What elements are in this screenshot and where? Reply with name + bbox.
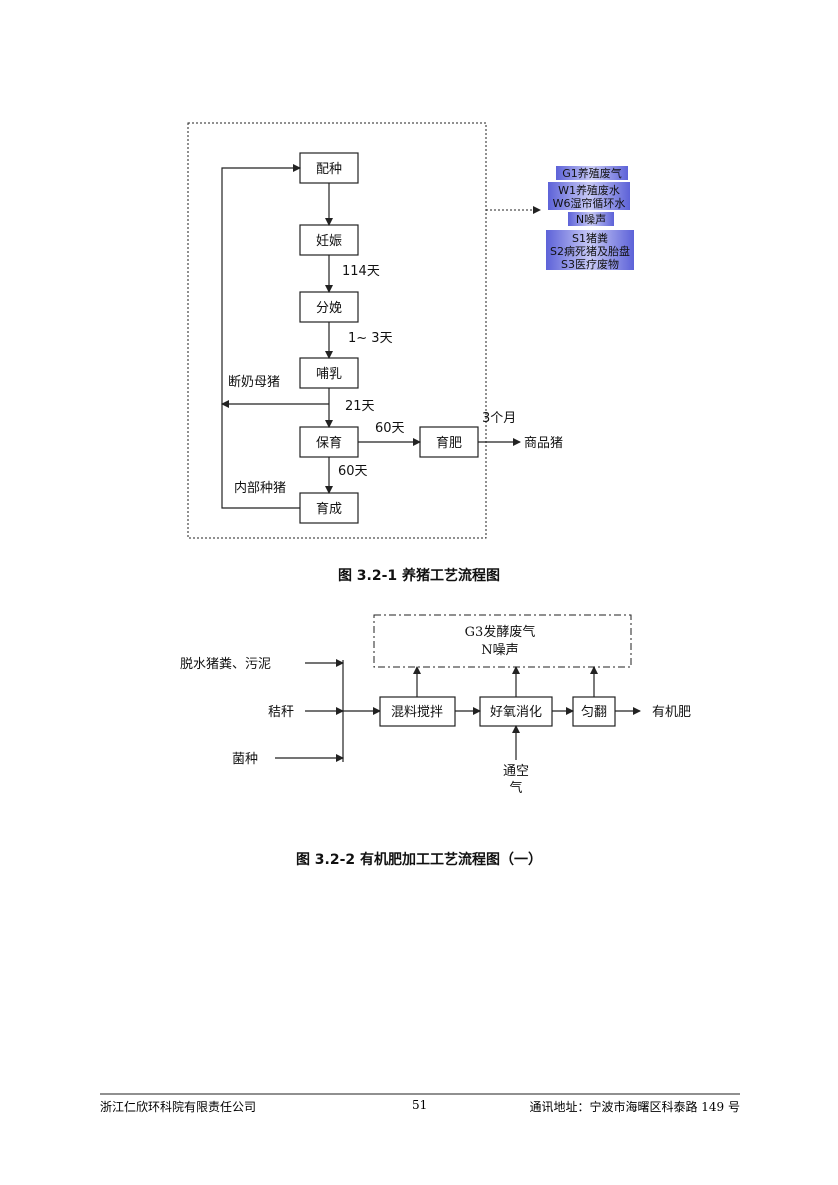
node-buru: 哺乳 xyxy=(299,357,359,389)
figure2-caption: 图 3.2-2 有机肥加工工艺流程图（一） xyxy=(296,851,542,868)
legend-w1: W1养殖废水 xyxy=(558,183,620,197)
node-yucheng-label: 育成 xyxy=(316,501,342,517)
label-weaned-sow: 断奶母猪 xyxy=(228,375,280,390)
process-boundary xyxy=(187,122,487,539)
node-yufei: 育肥 xyxy=(419,426,479,458)
label-60-days-growing: 60天 xyxy=(338,464,368,479)
arrow-breeding-loop xyxy=(221,164,301,509)
node-fenmian-label: 分娩 xyxy=(316,301,342,316)
node-baoyu-label: 保育 xyxy=(316,435,342,451)
label-3-months: 3个月 xyxy=(482,411,516,426)
input-dewatered-manure: 脱水猪粪、污泥 xyxy=(180,657,271,672)
node-peizhong-label: 配种 xyxy=(316,162,342,177)
label-114-days: 114天 xyxy=(342,264,380,279)
legend-s2: S2病死猪及胎盘 xyxy=(550,244,630,258)
step-aerobic-digestion: 好氧消化 xyxy=(479,696,553,727)
label-60-days-fattening: 60天 xyxy=(375,421,405,436)
node-baoyu: 保育 xyxy=(299,426,359,458)
step-aerobic-label: 好氧消化 xyxy=(490,705,542,720)
input-inoculum: 菌种 xyxy=(232,752,258,767)
emission-g3: G3发酵废气 xyxy=(465,624,536,640)
legend-w6: W6湿帘循环水 xyxy=(553,196,626,210)
emissions-box xyxy=(373,614,632,668)
label-market-pig: 商品猪 xyxy=(524,436,563,451)
step-mixing: 混料搅拌 xyxy=(379,696,456,727)
node-renshen-label: 妊娠 xyxy=(316,234,342,249)
legend-swatch-s xyxy=(546,230,634,270)
aeration-label-line1: 通空 xyxy=(503,764,529,779)
aeration-label-line2: 气 xyxy=(509,780,522,796)
label-internal-breeding-pig: 内部种猪 xyxy=(234,480,286,496)
node-buru-label: 哺乳 xyxy=(316,367,342,382)
input-straw: 秸秆 xyxy=(268,705,294,720)
footer-address: 通讯地址：宁波市海曙区科泰路 149 号 xyxy=(529,1100,740,1114)
legend-swatch-g1 xyxy=(556,166,628,180)
legend-g1: G1养殖废气 xyxy=(562,166,622,180)
step-turning: 匀翻 xyxy=(572,696,616,727)
figure-pig-farming-flow: 配种 妊娠 分娩 哺乳 保育 育肥 育成 xyxy=(187,122,634,584)
emissions-legend: G1养殖废气 W1养殖废水 W6湿帘循环水 N噪声 S1猪粪 S2病死猪及胎盘 … xyxy=(546,166,634,271)
emission-noise: N噪声 xyxy=(481,643,518,658)
legend-swatch-n xyxy=(568,212,614,226)
step-turning-label: 匀翻 xyxy=(581,705,607,720)
step-mixing-label: 混料搅拌 xyxy=(391,704,443,720)
output-organic-fertilizer: 有机肥 xyxy=(652,705,691,720)
footer-page-number: 51 xyxy=(412,1098,428,1112)
legend-s3: S3医疗废物 xyxy=(561,257,619,271)
label-1-3-days: 1~ 3天 xyxy=(348,331,393,346)
node-yufei-label: 育肥 xyxy=(436,435,462,451)
node-fenmian: 分娩 xyxy=(299,291,359,323)
figure1-caption: 图 3.2-1 养猪工艺流程图 xyxy=(338,567,500,584)
legend-s1: S1猪粪 xyxy=(572,231,608,245)
node-renshen: 妊娠 xyxy=(299,224,359,256)
label-21-days: 21天 xyxy=(345,399,375,414)
legend-swatch-w xyxy=(548,182,630,210)
node-peizhong: 配种 xyxy=(299,152,359,184)
footer-company: 浙江仁欣环科院有限责任公司 xyxy=(100,1100,257,1114)
legend-n: N噪声 xyxy=(576,212,606,226)
node-yucheng: 育成 xyxy=(299,492,359,524)
figure-organic-fertilizer-flow: G3发酵废气 N噪声 脱水猪粪、污泥 秸秆 菌种 混料搅拌 好氧消化 匀翻 有机… xyxy=(180,614,691,868)
